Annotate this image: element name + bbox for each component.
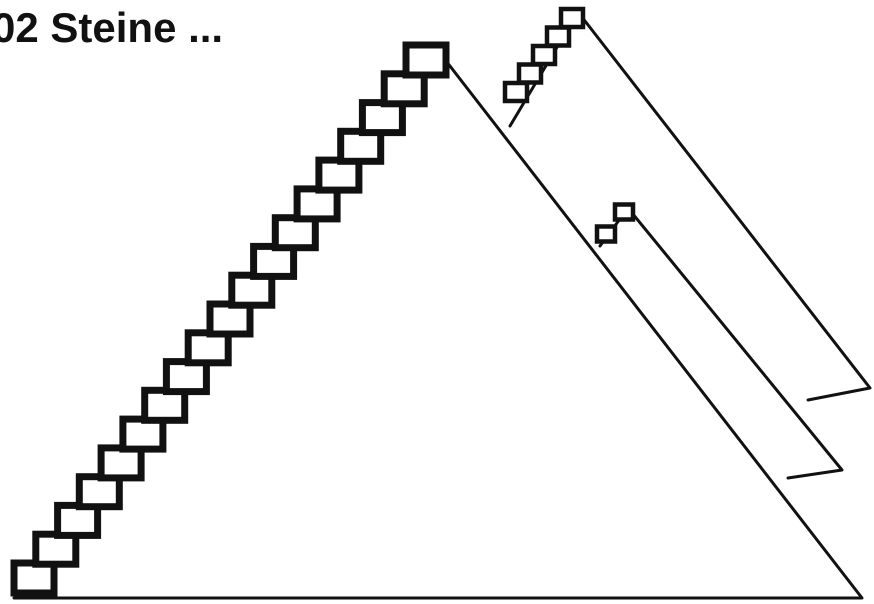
right-stair-step-5 (561, 9, 583, 27)
middle-stair-step-1 (597, 227, 615, 242)
right-pyramid-stairs (505, 9, 583, 101)
middle-stair-step-2 (615, 205, 633, 220)
right-stair-step-3 (533, 46, 555, 64)
right-stair-step-4 (547, 28, 569, 46)
right-stair-step-1 (505, 83, 527, 101)
main-pyramid-stairs (14, 45, 446, 593)
right-stair-step-2 (519, 65, 541, 83)
caption-text: 02 Steine ... (0, 4, 223, 51)
main-stair-step-19 (406, 45, 446, 75)
right-pyramid-outline (510, 12, 870, 400)
middle-pyramid-stairs (597, 205, 633, 242)
middle-pyramid-outline (600, 208, 842, 478)
main-pyramid-outline (14, 48, 862, 598)
